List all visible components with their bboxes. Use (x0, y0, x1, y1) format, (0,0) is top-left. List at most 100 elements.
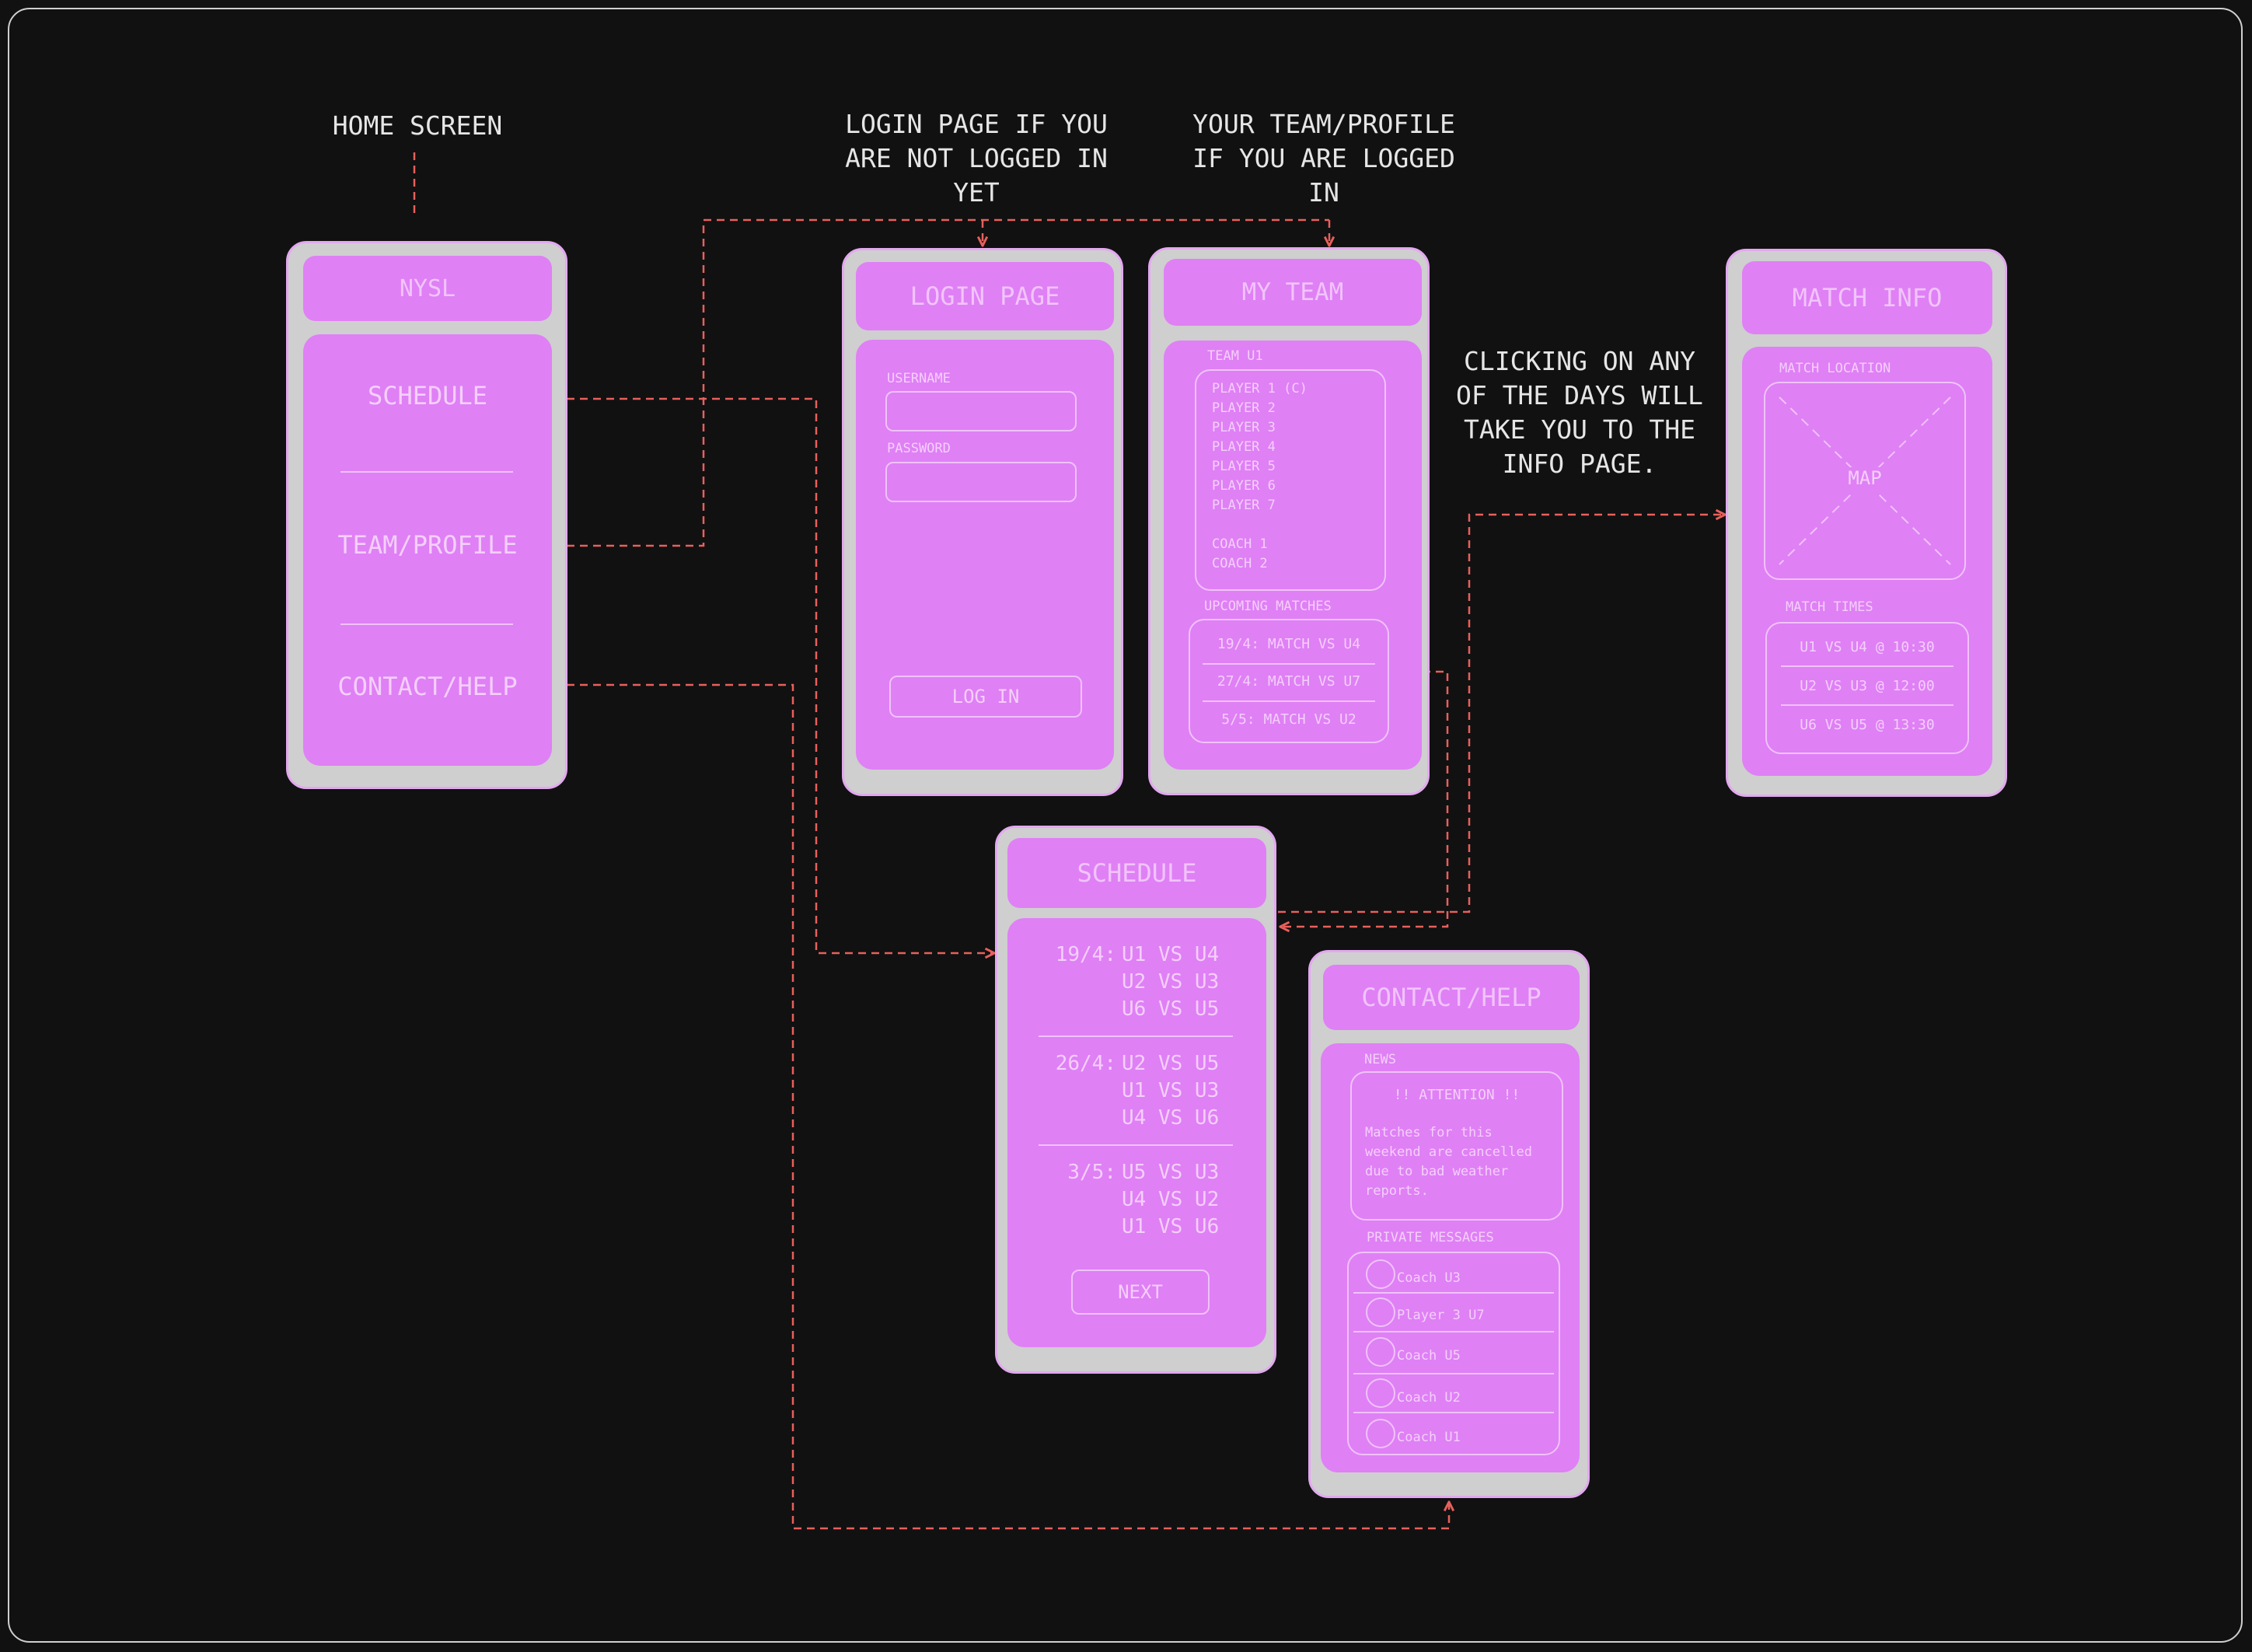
home-title-bar: NYSL (303, 256, 552, 321)
map-label: MAP (1848, 467, 1882, 489)
login-screen-phone: LOGIN PAGE USERNAME PASSWORD LOG IN (842, 248, 1123, 796)
arrow-day-to-match-info (1252, 515, 1724, 913)
roster-coach: COACH 1 (1212, 536, 1268, 552)
password-label: PASSWORD (887, 441, 951, 456)
message-divider (1353, 1412, 1554, 1413)
arrow-contact-link (553, 683, 1449, 1530)
team-title-bar: MY TEAM (1164, 259, 1422, 326)
schedule-title-bar: SCHEDULE (1007, 838, 1266, 908)
message-contact[interactable]: Coach U5 (1397, 1348, 1461, 1364)
schedule-match[interactable]: U2 VS U5 (1122, 1052, 1220, 1075)
messages-box (1347, 1252, 1560, 1455)
contact-title: CONTACT/HELP (1361, 983, 1541, 1012)
message-contact[interactable]: Coach U3 (1397, 1270, 1461, 1286)
arrow-schedule-link (553, 397, 993, 953)
schedule-match[interactable]: U2 VS U3 (1122, 970, 1220, 994)
match-info-title: MATCH INFO (1792, 283, 1943, 313)
contact-avatar (1366, 1378, 1395, 1408)
roster-player: PLAYER 2 (1212, 400, 1276, 416)
roster-box (1195, 369, 1386, 591)
schedule-day-date[interactable]: 19/4: (1055, 943, 1116, 966)
map-cross (1779, 396, 1951, 565)
note-days-info: CLICKING ON ANY OF THE DAYS WILL TAKE YO… (1456, 346, 1703, 479)
match-times-box (1765, 622, 1969, 754)
menu-divider (340, 471, 513, 473)
contact-body: NEWS !! ATTENTION !! Matches for this we… (1321, 1043, 1580, 1472)
message-contact[interactable]: Coach U1 (1397, 1430, 1461, 1445)
message-divider (1353, 1373, 1554, 1374)
schedule-title: SCHEDULE (1077, 858, 1197, 888)
roster-player: PLAYER 3 (1212, 420, 1276, 435)
match-divider (1203, 663, 1375, 665)
match-info-body: MATCH LOCATION MAP MATCH TIMES U1 VS U4 … (1742, 347, 1992, 776)
roster-player: PLAYER 4 (1212, 439, 1276, 455)
menu-divider (340, 623, 513, 625)
login-button[interactable]: LOG IN (889, 676, 1082, 718)
match-time: U2 VS U3 @ 12:00 (1800, 678, 1935, 694)
username-label: USERNAME (887, 371, 951, 386)
map-placeholder[interactable] (1764, 382, 1966, 580)
schedule-match[interactable]: U6 VS U5 (1122, 997, 1220, 1021)
upcoming-match[interactable]: 27/4: MATCH VS U7 (1217, 673, 1361, 690)
canvas-frame (8, 8, 2243, 1643)
news-line: due to bad weather (1365, 1164, 1509, 1179)
time-divider (1781, 665, 1953, 667)
news-line: reports. (1365, 1183, 1429, 1199)
arrow-matches-to-schedule (1281, 670, 1449, 927)
note-team-profile: YOUR TEAM/PROFILE IF YOU ARE LOGGED IN (1192, 109, 1455, 208)
news-line: weekend are cancelled (1365, 1144, 1532, 1160)
team-title: MY TEAM (1241, 278, 1344, 306)
news-attention: !! ATTENTION !! (1393, 1087, 1521, 1103)
match-time: U6 VS U5 @ 13:30 (1800, 717, 1935, 733)
contact-title-bar: CONTACT/HELP (1323, 965, 1580, 1030)
schedule-match[interactable]: U5 VS U3 (1122, 1161, 1220, 1184)
schedule-match[interactable]: U4 VS U2 (1122, 1188, 1220, 1211)
login-form-body: USERNAME PASSWORD LOG IN (856, 340, 1114, 770)
roster-player: PLAYER 7 (1212, 498, 1276, 513)
menu-item-team-profile[interactable]: TEAM/PROFILE (337, 530, 518, 560)
contact-phone: CONTACT/HELP NEWS !! ATTENTION !! Matche… (1308, 950, 1590, 1498)
roster-coach: COACH 2 (1212, 556, 1268, 571)
upcoming-match[interactable]: 5/5: MATCH VS U2 (1221, 711, 1356, 728)
password-input[interactable] (885, 462, 1077, 502)
note-home-screen: HOME SCREEN (332, 110, 503, 141)
news-line: Matches for this (1365, 1125, 1493, 1140)
schedule-match[interactable]: U1 VS U3 (1122, 1079, 1220, 1102)
upcoming-matches-label: UPCOMING MATCHES (1204, 599, 1332, 614)
contact-avatar (1366, 1298, 1395, 1327)
home-title: NYSL (399, 274, 456, 302)
upcoming-match[interactable]: 19/4: MATCH VS U4 (1217, 636, 1361, 652)
schedule-match[interactable]: U1 VS U6 (1122, 1215, 1220, 1238)
private-messages-label: PRIVATE MESSAGES (1367, 1230, 1494, 1245)
next-button[interactable]: NEXT (1071, 1270, 1210, 1315)
team-label: TEAM U1 (1207, 348, 1263, 364)
day-divider (1039, 1036, 1233, 1037)
match-location-label: MATCH LOCATION (1779, 361, 1891, 376)
contact-avatar (1366, 1337, 1395, 1367)
news-label: NEWS (1364, 1052, 1396, 1067)
match-divider (1203, 700, 1375, 702)
schedule-body: 19/4: U1 VS U4 U2 VS U3 U6 VS U5 26/4: U… (1007, 918, 1266, 1347)
message-contact[interactable]: Coach U2 (1397, 1390, 1461, 1406)
menu-item-schedule[interactable]: SCHEDULE (367, 381, 488, 410)
login-title-bar: LOGIN PAGE (856, 262, 1114, 330)
schedule-match[interactable]: U4 VS U6 (1122, 1106, 1220, 1130)
contact-avatar (1366, 1419, 1395, 1448)
message-contact[interactable]: Player 3 U7 (1397, 1308, 1485, 1323)
menu-item-contact-help[interactable]: CONTACT/HELP (337, 672, 518, 701)
team-screen-phone: MY TEAM TEAM U1 PLAYER 1 (C) PLAYER 2 PL… (1148, 247, 1430, 795)
login-title: LOGIN PAGE (910, 281, 1060, 311)
upcoming-matches-box (1189, 619, 1389, 743)
username-input[interactable] (885, 391, 1077, 431)
roster-player: PLAYER 5 (1212, 459, 1276, 474)
message-divider (1353, 1331, 1554, 1332)
match-info-phone: MATCH INFO MATCH LOCATION MAP MATCH TIME… (1726, 249, 2007, 797)
schedule-match[interactable]: U1 VS U4 (1122, 943, 1220, 966)
home-screen-phone: NYSL SCHEDULE TEAM/PROFILE CONTACT/HELP (286, 241, 567, 789)
day-divider (1039, 1144, 1233, 1146)
schedule-day-date[interactable]: 26/4: (1055, 1052, 1116, 1075)
schedule-day-date[interactable]: 3/5: (1067, 1161, 1116, 1184)
match-times-label: MATCH TIMES (1786, 599, 1873, 615)
team-body: TEAM U1 PLAYER 1 (C) PLAYER 2 PLAYER 3 P… (1164, 341, 1422, 770)
match-time: U1 VS U4 @ 10:30 (1800, 639, 1935, 655)
